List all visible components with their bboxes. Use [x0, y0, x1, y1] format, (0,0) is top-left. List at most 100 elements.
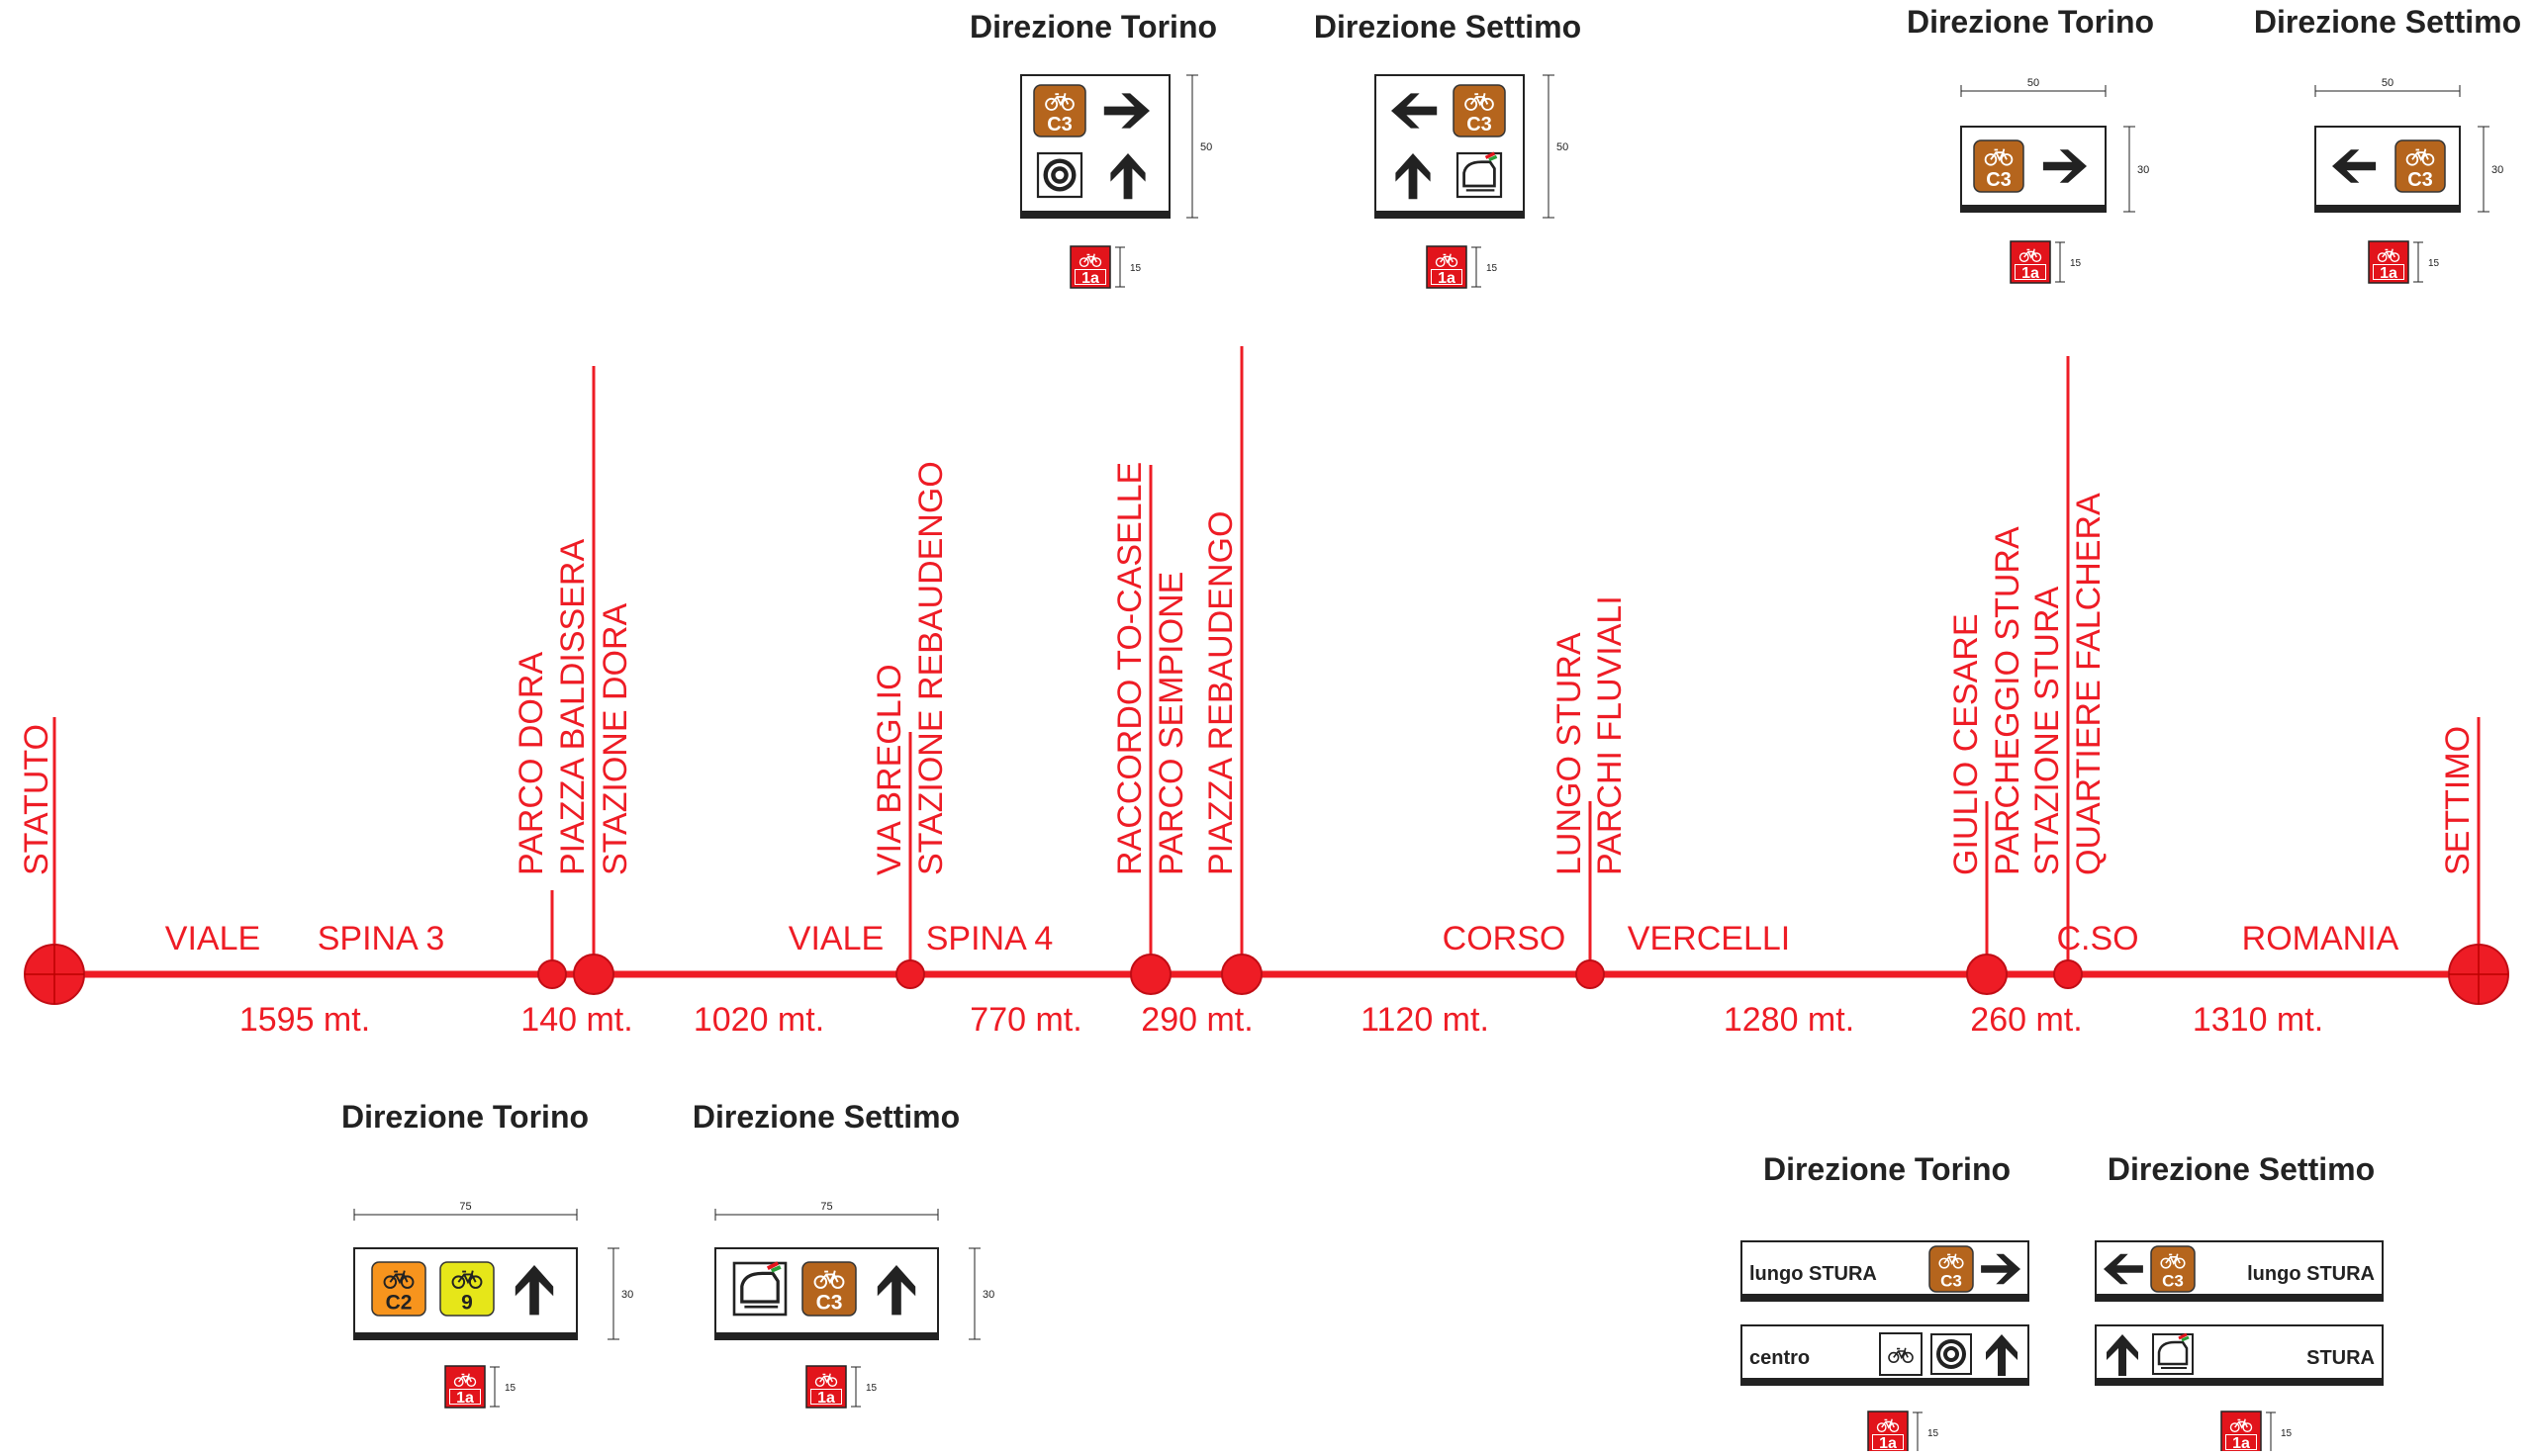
sign-title-settimo: Direzione Settimo [1314, 9, 1581, 45]
dimension-label: 15 [1927, 1428, 1939, 1439]
stop-label: LUNGO STURA [1550, 632, 1588, 875]
distance-label: 1595 mt. [239, 1001, 370, 1039]
stop-node [2053, 959, 2083, 989]
panel-base [1375, 211, 1524, 218]
panel-settimo-stura [2095, 1324, 2384, 1386]
stop-node [895, 959, 925, 989]
dimension-label: 30 [2137, 164, 2149, 176]
badge-bg [2394, 139, 2446, 193]
train-icon [732, 1261, 788, 1317]
plate-code: 1a [1879, 1435, 1897, 1451]
route-badge-9: 9 [439, 1261, 495, 1317]
plate-inner2 [1076, 270, 1105, 284]
sign-title-settimo: Direzione Settimo [693, 1099, 960, 1135]
dimension-label: 15 [2070, 258, 2082, 269]
stop-node [1575, 959, 1605, 989]
panel-base [2096, 1294, 2383, 1301]
stop-node [573, 954, 614, 995]
panel-base [1741, 1294, 2028, 1301]
dimension-label: 50 [1200, 141, 1212, 153]
street-name: VERCELLI [1628, 920, 1790, 957]
dimension-label: 15 [505, 1383, 516, 1394]
badge-code: C3 [816, 1292, 843, 1315]
panel-text-stura: STURA [2306, 1347, 2375, 1369]
sign-title-settimo: Direzione Settimo [2108, 1151, 2375, 1187]
badge-bg [371, 1261, 426, 1317]
plate-code: 1a [1438, 270, 1455, 287]
distance-label: 770 mt. [970, 1001, 1081, 1039]
badge-bg [801, 1261, 857, 1317]
dimension-label: 30 [983, 1289, 994, 1301]
route-badge: C3 [1928, 1245, 1974, 1293]
bicycle-box-bg [1879, 1332, 1923, 1376]
plate-inner2 [2016, 265, 2045, 279]
small-plate-1a: 1a 15 [1867, 1410, 1939, 1454]
plate-inner2 [450, 1390, 480, 1404]
target-icon [1036, 151, 1083, 199]
dimension-label: 30 [621, 1289, 633, 1301]
dimension-label: 15 [2428, 258, 2440, 269]
stop-dot [537, 959, 567, 989]
stop-label: QUARTIERE FALCHERA [2070, 493, 2108, 875]
distance-label: 1120 mt. [1361, 1001, 1489, 1039]
plate-inner2 [2226, 1435, 2256, 1449]
stop-label: PARCHEGGIO STURA [1989, 526, 2026, 875]
panel-bg [2095, 1324, 2384, 1386]
plate-code: 1a [2232, 1435, 2250, 1451]
street-name: VIALE [789, 920, 884, 957]
dimension-label: 15 [1130, 263, 1142, 274]
panel-text-lungo-stura: lungo STURA [1749, 1263, 1877, 1285]
route-badge: C3 [2150, 1245, 2196, 1293]
dimension-label: 50 [1556, 141, 1568, 153]
stop-label: RACCORDO TO-CASELLE [1111, 462, 1149, 875]
stop-node [24, 944, 85, 1005]
stop-node [1130, 954, 1172, 995]
stop-node [1966, 954, 2008, 995]
stop-dot [1221, 954, 1263, 995]
plate-inner2 [2374, 265, 2403, 279]
street-name: ROMANIA [2242, 920, 2399, 957]
plate-inner2 [1873, 1435, 1903, 1449]
badge-bg [2150, 1245, 2196, 1293]
dimension-label: 75 [459, 1201, 471, 1213]
dimension-label: 15 [866, 1383, 878, 1394]
panel-text-lungo-stura: lungo STURA [2247, 1263, 2375, 1285]
badge-code: C3 [1466, 114, 1492, 136]
panel-torino-lungo-stura [1740, 1240, 2029, 1302]
badge-code: C2 [386, 1292, 413, 1315]
panel-base [2096, 1378, 2383, 1385]
dimension-label: 30 [2491, 164, 2503, 176]
plate-inner2 [1432, 270, 1461, 284]
stop-dot [1130, 954, 1172, 995]
plate-code: 1a [1081, 270, 1099, 287]
stop-dot [895, 959, 925, 989]
stop-dot [1966, 954, 2008, 995]
stop-label: PIAZZA REBAUDENGO [1202, 511, 1240, 875]
stop-node [1221, 954, 1263, 995]
target-icon [1930, 1333, 1972, 1375]
badge-code: 9 [461, 1292, 473, 1315]
plate-code: 1a [2021, 265, 2039, 282]
distance-label: 1020 mt. [694, 1001, 824, 1039]
stop-label: VIA BREGLIO [871, 664, 908, 875]
stop-dot [1575, 959, 1605, 989]
sign-title-torino: Direzione Torino [970, 9, 1217, 45]
panel-base [1741, 1378, 2028, 1385]
distance-label: 290 mt. [1141, 1001, 1253, 1039]
panel-text-centro: centro [1749, 1347, 1810, 1369]
bicycle-box [1879, 1332, 1923, 1376]
train-icon [1455, 151, 1503, 199]
route-badge-c2: C2 [371, 1261, 426, 1317]
stop-label: PIAZZA BALDISSERA [554, 539, 592, 875]
train-icon [2151, 1332, 2195, 1376]
badge-bg [1928, 1245, 1974, 1293]
sign-title-settimo: Direzione Settimo [2254, 4, 2521, 40]
badge-code: C3 [1940, 1271, 1962, 1290]
street-name: VIALE [165, 920, 260, 957]
